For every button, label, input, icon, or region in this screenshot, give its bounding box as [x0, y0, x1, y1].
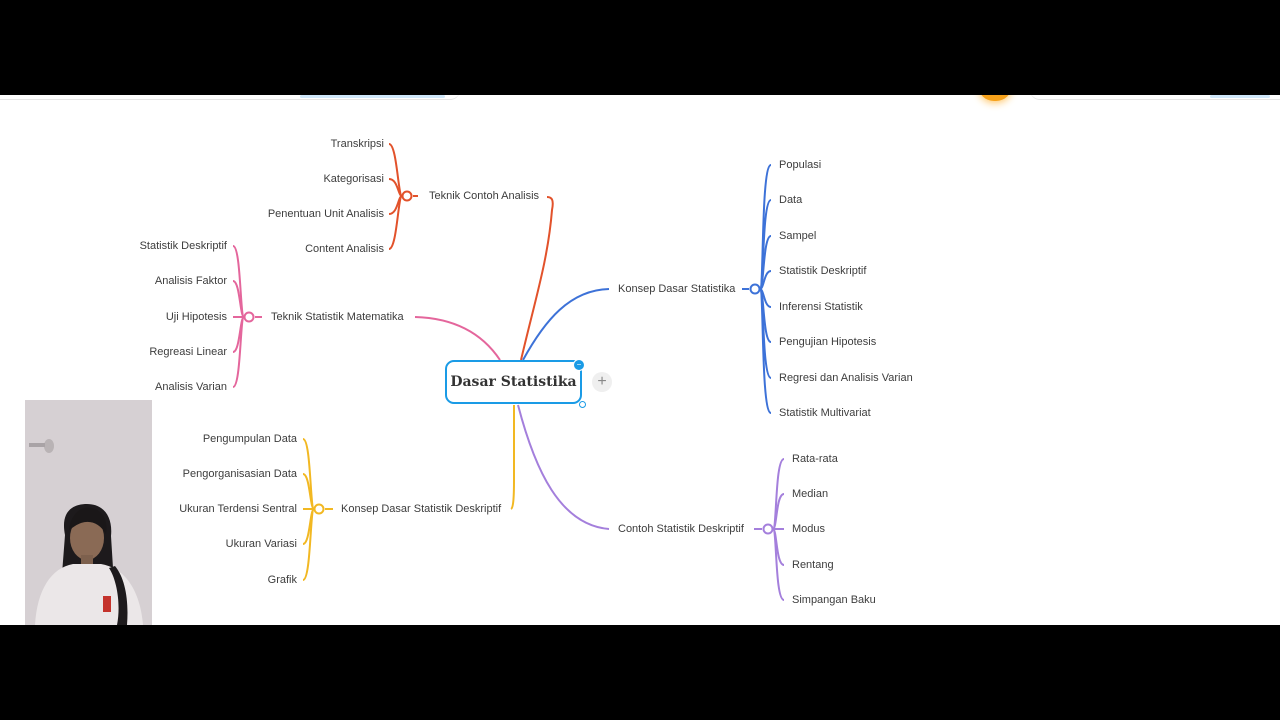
branch-konsep-dasar-statistik-deskriptif[interactable]: Konsep Dasar Statistik Deskriptif [341, 503, 502, 515]
link-teknik-statistik [414, 316, 501, 361]
leaf-grafik[interactable]: Grafik [267, 574, 297, 586]
presenter-image [25, 400, 152, 625]
leaf-penentuan-unit-analisis[interactable]: Penentuan Unit Analisis [267, 208, 384, 220]
toolbar-right [1030, 95, 1280, 100]
leaf-regresi-dan-analisis-varian[interactable]: Regresi dan Analisis Varian [779, 372, 913, 384]
leaf-analisis-faktor[interactable]: Analisis Faktor [154, 275, 227, 287]
leaf-regreasi-linear[interactable]: Regreasi Linear [149, 346, 227, 358]
link-teknik-contoh [520, 196, 554, 361]
branch-teknik-statistik-matematika[interactable]: Teknik Statistik Matematika [271, 311, 404, 323]
add-topic-button[interactable]: + [592, 372, 612, 392]
link-konsep-deskriptif [510, 405, 515, 510]
branch-contoh-statistik-deskriptif[interactable]: Contoh Statistik Deskriptif [618, 523, 744, 535]
leaf-transkripsi[interactable]: Transkripsi [330, 138, 384, 150]
root-topic[interactable]: Dasar Statistika [445, 360, 582, 404]
branch-teknik-contoh-analisis[interactable]: Teknik Contoh Analisis [429, 190, 540, 202]
leaf-uji-hipotesis[interactable]: Uji Hipotesis [165, 311, 227, 323]
leaf-ukuran-terdensi-sentral[interactable]: Ukuran Terdensi Sentral [179, 503, 297, 515]
link-contoh-deskriptif [517, 404, 610, 530]
leaf-statistik-multivariat[interactable]: Statistik Multivariat [779, 407, 871, 419]
leaf-pengorganisasian-data[interactable]: Pengorganisasian Data [182, 468, 297, 480]
leaf-pengumpulan-data[interactable]: Pengumpulan Data [202, 433, 297, 445]
theme-sun-icon[interactable] [978, 95, 1012, 101]
leaf-inferensi-statistik[interactable]: Inferensi Statistik [779, 301, 863, 313]
leaf-pengujian-hipotesis[interactable]: Pengujian Hipotesis [779, 336, 877, 348]
leaf-ukuran-variasi[interactable]: Ukuran Variasi [225, 538, 297, 550]
add-glyph: + [597, 373, 607, 390]
resize-handle[interactable] [579, 401, 586, 408]
leaf-rata-rata[interactable]: Rata-rata [792, 453, 838, 465]
collapse-glyph: − [576, 360, 582, 369]
webcam-overlay [25, 400, 152, 625]
root-topic-label: Dasar Statistika [450, 374, 577, 390]
mindmap-canvas: Dasar Statistika − + Teknik Contoh Anali… [0, 95, 1280, 625]
collapse-icon[interactable]: − [573, 359, 585, 371]
leaf-analisis-varian[interactable]: Analisis Varian [155, 381, 227, 393]
leaf-statistik-deskriptif-kds[interactable]: Statistik Deskriptif [779, 265, 867, 277]
leaf-content-analisis[interactable]: Content Analisis [305, 243, 384, 255]
toolbar-right-accent [1210, 95, 1270, 98]
mindmap-connectors [232, 143, 785, 601]
leaf-rentang[interactable]: Rentang [792, 559, 834, 571]
leaf-kategorisasi[interactable]: Kategorisasi [323, 173, 384, 185]
leaf-median[interactable]: Median [792, 488, 829, 500]
leaf-statistik-deskriptif-tsm[interactable]: Statistik Deskriptif [139, 240, 227, 252]
leaf-sampel[interactable]: Sampel [779, 230, 817, 242]
leaf-modus[interactable]: Modus [792, 523, 826, 535]
leaf-simpangan-baku[interactable]: Simpangan Baku [792, 594, 876, 606]
leaf-populasi[interactable]: Populasi [779, 159, 822, 171]
branch-konsep-dasar-statistika[interactable]: Konsep Dasar Statistika [618, 283, 736, 295]
toolbar-left-accent [300, 95, 445, 98]
link-konsep-dasar [522, 288, 610, 361]
leaf-data[interactable]: Data [779, 194, 803, 206]
toolbar-left [0, 95, 460, 100]
